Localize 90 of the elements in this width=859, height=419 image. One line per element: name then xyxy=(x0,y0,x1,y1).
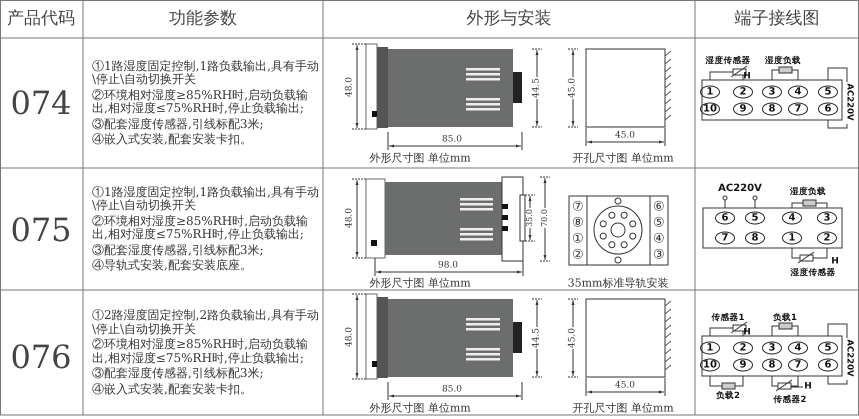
wiring-label: H xyxy=(831,258,839,266)
terminal-number: ③ xyxy=(653,248,665,262)
terminal-number: ⑥ xyxy=(653,200,665,214)
terminal-number: 3 xyxy=(762,86,782,98)
product-code: 076 xyxy=(10,341,72,373)
terminal-number: 9 xyxy=(733,358,753,372)
terminal-number: 2 xyxy=(733,86,753,98)
terminal-number: 2 xyxy=(817,232,837,244)
dimension-value: 35.0 xyxy=(526,208,534,228)
dimension-value: 85.0 xyxy=(440,136,464,144)
product-code: 075 xyxy=(10,214,72,246)
terminal-number: 7 xyxy=(788,102,808,116)
function-description: ③配套湿度传感器,引线标配3米; xyxy=(92,367,264,380)
terminal-number: 5 xyxy=(745,212,765,224)
terminal-number: ② xyxy=(572,248,584,262)
drawing-caption: 开孔尺寸图 单位mm xyxy=(572,402,674,414)
terminal-number: 5 xyxy=(818,342,838,354)
terminal-number: 10 xyxy=(700,102,720,116)
product-code: 074 xyxy=(10,87,72,119)
dimension-value: 45.0 xyxy=(614,382,636,390)
dimension-value: 48.0 xyxy=(346,76,354,98)
wiring-label: 湿度传感器 xyxy=(706,56,750,66)
wiring-label: 湿度负载 xyxy=(790,188,826,196)
function-description: ①1路湿度固定控制,1路负载输出,具有手动\停止\自动切换开关 xyxy=(92,186,320,212)
dimension-value: 45.0 xyxy=(568,326,578,350)
function-description: ②环境相对湿度≥85%RH时,启动负载输出,相对湿度≤75%RH时,停止负载输出; xyxy=(92,338,310,365)
terminal-number: 6 xyxy=(715,212,735,224)
dimension-value: 45.0 xyxy=(614,132,636,140)
drawing-caption: 开孔尺寸图 单位mm xyxy=(572,152,674,164)
terminal-number: 7 xyxy=(788,358,808,372)
wiring-label: H xyxy=(743,72,751,82)
dimension-value: 44.5 xyxy=(532,76,542,100)
function-description: ③配套湿度传感器,引线标配3米; xyxy=(92,118,264,131)
wiring-label: 负载1 xyxy=(773,314,797,322)
terminal-number: 6 xyxy=(818,102,838,116)
terminal-number: ⑦ xyxy=(572,200,584,214)
dimension-value: 45.0 xyxy=(568,76,578,100)
wiring-label: H xyxy=(743,328,751,338)
terminal-number: 5 xyxy=(818,86,838,98)
function-description: ②环境相对湿度≥85%RH时,启动负载输出,相对湿度≤75%RH时,停止负载输出; xyxy=(92,88,310,116)
dimension-value: 48.0 xyxy=(346,206,354,230)
wiring-label: AC220V xyxy=(844,339,854,377)
terminal-number: 8 xyxy=(745,232,765,244)
terminal-number: 1 xyxy=(700,342,720,354)
wiring-label: 传感器1 xyxy=(712,314,744,322)
wiring-label: 湿度负载 xyxy=(765,56,801,66)
terminal-number: ⑧ xyxy=(572,216,584,230)
dimension-value: 48.0 xyxy=(346,326,354,348)
function-description: ③配套湿度传感器,引线标配3米; xyxy=(92,244,264,257)
terminal-number: 4 xyxy=(788,86,808,98)
function-description: ②环境相对湿度≥85%RH时,启动负载输出,相对湿度≤75%RH时,停止负载输出; xyxy=(92,214,310,242)
wiring-label: H xyxy=(804,382,812,392)
wiring-label: AC220V xyxy=(718,184,762,194)
terminal-number: 7 xyxy=(715,232,735,244)
terminal-number: 4 xyxy=(788,342,808,354)
terminal-number: 3 xyxy=(762,342,782,354)
terminal-number: 8 xyxy=(762,358,782,372)
terminal-number: 10 xyxy=(700,358,720,372)
drawing-caption: 35mm标准导轨安装 xyxy=(568,278,668,288)
terminal-number: 1 xyxy=(700,86,720,98)
wiring-label: 湿度传感器 xyxy=(790,268,836,278)
drawing-caption: 外形尺寸图 单位mm xyxy=(369,402,471,414)
function-description: ①2路湿度固定控制,2路负载输出,具有手动\停止\自动切换开关 xyxy=(92,309,320,336)
column-header: 外形与安装 xyxy=(466,10,552,28)
terminal-number: 2 xyxy=(733,342,753,354)
column-header: 功能参数 xyxy=(169,10,237,28)
wiring-label: 传感器2 xyxy=(774,396,806,404)
terminal-number: 4 xyxy=(782,212,802,224)
function-description: ④嵌入式安装,配套安装卡扣。 xyxy=(92,133,253,146)
dimension-value: 98.0 xyxy=(436,262,460,270)
function-description: ④嵌入式安装,配套安装卡扣。 xyxy=(92,382,253,396)
drawing-caption: 外形尺寸图 单位mm xyxy=(369,278,471,288)
terminal-number: 6 xyxy=(818,358,838,372)
terminal-number: ⑤ xyxy=(653,216,665,230)
column-header: 端子接线图 xyxy=(734,10,820,28)
terminal-number: 1 xyxy=(782,232,802,244)
function-description: ①1路湿度固定控制,1路负载输出,具有手动\停止\自动切换开关 xyxy=(92,60,320,86)
drawing-caption: 外形尺寸图 单位mm xyxy=(369,152,471,164)
wiring-label: 负载2 xyxy=(716,392,740,400)
wiring-label: AC220V xyxy=(844,83,854,121)
terminal-number: ① xyxy=(572,232,584,246)
column-header: 产品代码 xyxy=(7,10,75,28)
dimension-value: 70.0 xyxy=(541,208,549,228)
terminal-number: 8 xyxy=(762,102,782,116)
terminal-number: 3 xyxy=(817,212,837,224)
dimension-value: 85.0 xyxy=(440,386,464,394)
function-description: ④导轨式安装,配套安装底座。 xyxy=(92,259,253,272)
dimension-value: 44.5 xyxy=(532,326,542,350)
terminal-number: 9 xyxy=(733,102,753,116)
terminal-number: ④ xyxy=(653,232,665,246)
